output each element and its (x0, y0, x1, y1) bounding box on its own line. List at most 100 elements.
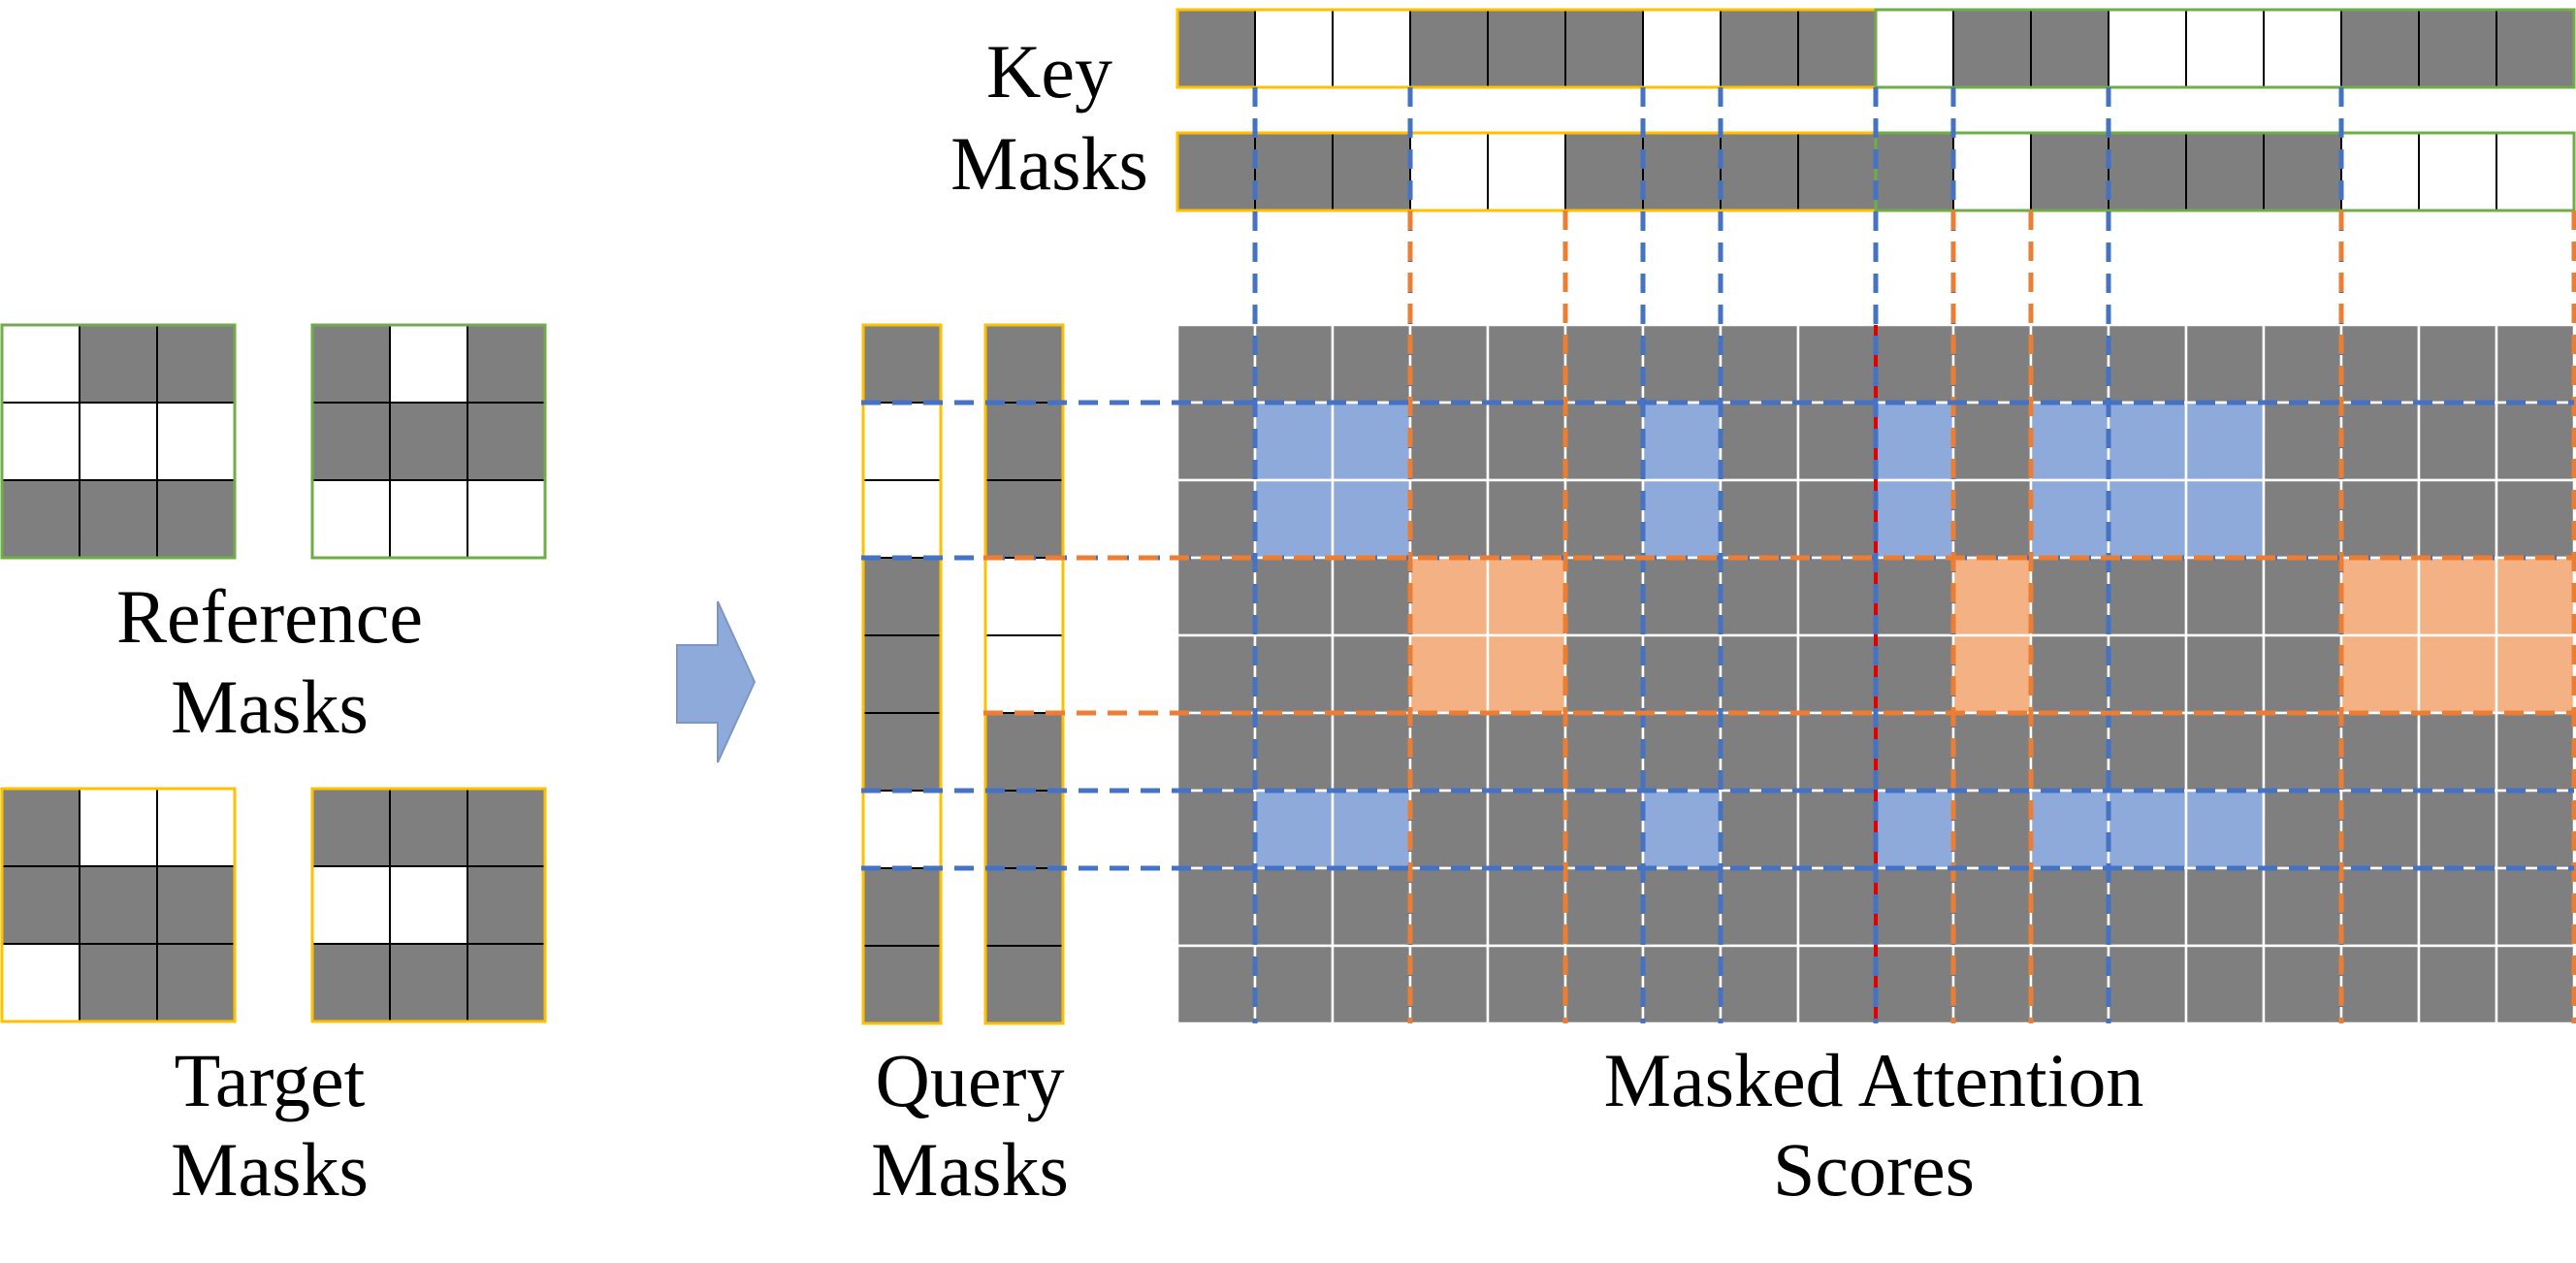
attention-cell (2495, 789, 2576, 870)
attention-cell (1253, 866, 1335, 948)
attention-cell (2184, 944, 2266, 1025)
mask-cell (156, 402, 236, 481)
attention-cell (2107, 323, 2188, 405)
key-mask-cell (1797, 132, 1877, 211)
attention-cell (1563, 866, 1645, 948)
attention-cell (1641, 789, 1723, 870)
attention-cell (1874, 478, 1955, 560)
key-mask-cell (2263, 9, 2342, 88)
query-mask-cell (862, 790, 942, 869)
attention-cell (2417, 944, 2498, 1025)
attention-cell (2029, 866, 2110, 948)
attention-cell (2339, 711, 2421, 793)
right-arrow-icon (676, 600, 757, 763)
mask-cell (156, 479, 236, 559)
mask-cell (79, 865, 158, 945)
query-mask-cell (862, 712, 942, 792)
reference-label-line1: Reference (116, 574, 423, 659)
attention-cell (1408, 866, 1490, 948)
target-mask-1 (0, 787, 237, 1023)
attention-cell (1951, 711, 2033, 793)
attention-cell (1951, 866, 2033, 948)
key-mask-cell (1176, 9, 1256, 88)
mask-cell (79, 402, 158, 481)
attention-cell (1408, 789, 1490, 870)
attention-cell (2184, 478, 2266, 560)
mask-cell (79, 943, 158, 1022)
target-mask-2 (310, 787, 547, 1023)
attention-cell (1408, 556, 1490, 637)
attention-cell (1331, 401, 1412, 482)
attention-cell (1563, 944, 1645, 1025)
mask-cell (1, 788, 80, 867)
mask-cell (389, 788, 468, 867)
attention-cell (1796, 789, 1878, 870)
query-mask-cell (984, 557, 1064, 636)
key-mask-cell (2496, 132, 2575, 211)
scores-label-line1: Masked Attention (1604, 1038, 2144, 1122)
mask-cell (467, 324, 546, 404)
attention-cell (2184, 323, 2266, 405)
attention-cell (2107, 633, 2188, 715)
query-mask-cell (984, 634, 1064, 714)
attention-cell (2417, 401, 2498, 482)
query-mask-border (861, 323, 943, 1025)
key-mask-cell (2108, 9, 2187, 88)
attention-cell (2495, 866, 2576, 948)
mask-cell (467, 865, 546, 945)
attention-cell (2184, 556, 2266, 637)
attention-cell (1175, 944, 1257, 1025)
attention-cell (1486, 556, 1567, 637)
target-label-line1: Target (175, 1038, 366, 1122)
attention-cell (1331, 633, 1412, 715)
query-mask-cell (984, 324, 1064, 404)
mask-cell (311, 943, 391, 1022)
attention-cell (1719, 633, 1800, 715)
attention-cell (1486, 401, 1567, 482)
attention-cell (2184, 866, 2266, 948)
key-mask-cell (1254, 9, 1334, 88)
attention-cell (1796, 323, 1878, 405)
attention-cell (1719, 789, 1800, 870)
attention-cell (1486, 866, 1567, 948)
attention-cell (1796, 944, 1878, 1025)
attention-cell (2029, 944, 2110, 1025)
key-mask-cell (2418, 132, 2497, 211)
mask-cell (1, 865, 80, 945)
query-label-line2: Masks (871, 1127, 1069, 1212)
attention-cell (2029, 556, 2110, 637)
attention-cell (2107, 944, 2188, 1025)
attention-cell (1175, 401, 1257, 482)
attention-cell (1486, 711, 1567, 793)
attention-cell (1874, 556, 1955, 637)
attention-cell (2262, 478, 2343, 560)
mask-cell (79, 324, 158, 404)
target-masks (0, 787, 547, 1023)
attention-cell (1796, 478, 1878, 560)
mask-projection-lines (861, 87, 2576, 1023)
attention-cell (1408, 323, 1490, 405)
attention-cell (1719, 711, 1800, 793)
key-mask-cell (1720, 132, 1799, 211)
attention-cell (1331, 478, 1412, 560)
attention-cell (1175, 711, 1257, 793)
attention-cell (1719, 944, 1800, 1025)
key-mask-cell (2185, 9, 2265, 88)
mask-cell (467, 402, 546, 481)
key-mask-cell (2108, 132, 2187, 211)
scores-label-line2: Scores (1773, 1127, 1975, 1212)
key-mask-cell (2030, 132, 2109, 211)
attention-cell (2339, 323, 2421, 405)
attention-cell (1641, 401, 1723, 482)
attention-cell (1874, 866, 1955, 948)
attention-cell (1641, 633, 1723, 715)
key-mask-cell (1952, 9, 2032, 88)
attention-cell (1641, 478, 1723, 560)
attention-cell (1874, 401, 1955, 482)
attention-scores-grid (1175, 323, 2576, 1025)
query-mask-cell (984, 945, 1064, 1024)
attention-cell (2495, 478, 2576, 560)
attention-cell (1796, 633, 1878, 715)
query-mask-cell (862, 634, 942, 714)
attention-cell (2417, 711, 2498, 793)
